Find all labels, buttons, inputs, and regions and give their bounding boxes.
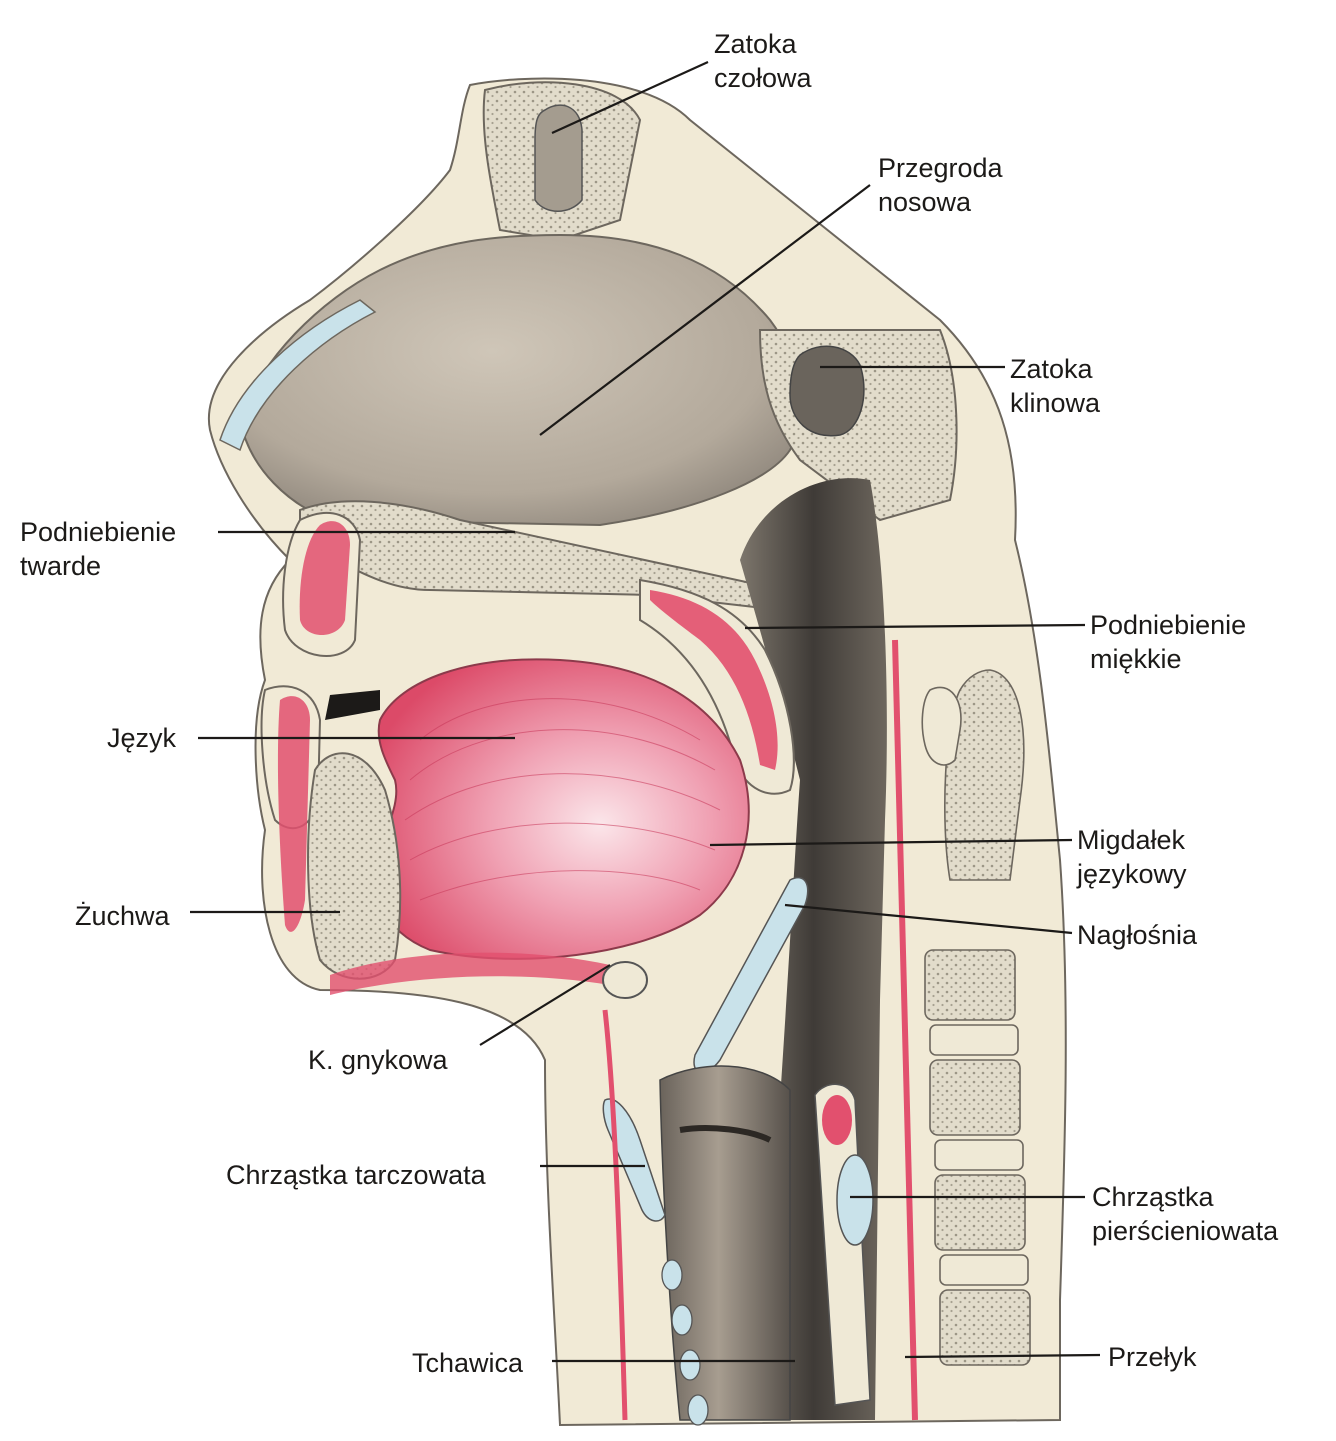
label-lingual-tonsil-line1: Migdałek <box>1077 825 1186 855</box>
floor-muscle <box>330 952 610 995</box>
leader-soft-palate <box>744 623 1086 630</box>
soft-palate-muscle <box>650 590 778 770</box>
leader-frontal-sinus <box>551 60 709 135</box>
tongue <box>375 658 750 960</box>
vertebrae <box>921 669 1031 1366</box>
sphenoid-sinus-shape <box>789 345 865 437</box>
label-trachea: Tchawica <box>412 1348 524 1378</box>
label-cricoid-cartilage: Chrząstka pierścieniowata <box>1092 1180 1278 1248</box>
thyroid-cartilage-shape <box>602 1098 666 1222</box>
label-frontal-sinus-line2: czołowa <box>714 63 812 93</box>
nasal-cartilage <box>219 299 377 452</box>
tracheal-rings <box>661 1259 709 1426</box>
label-hard-palate: Podniebienie twarde <box>20 515 176 583</box>
cricoid-cartilage-body <box>836 1154 874 1246</box>
hyoid-shape <box>602 961 648 999</box>
label-lingual-tonsil: Migdałek językowy <box>1077 823 1187 891</box>
label-hard-palate-line1: Podniebienie <box>20 517 177 547</box>
label-mandible: Żuchwa <box>75 901 170 931</box>
label-thyroid-cartilage: Chrząstka tarczowata <box>226 1160 486 1190</box>
label-epiglottis: Nagłośnia <box>1077 920 1198 950</box>
leader-epiglottis <box>784 903 1073 935</box>
label-cricoid-cartilage-line1: Chrząstka <box>1092 1182 1214 1212</box>
floor-inner <box>325 690 380 720</box>
label-nasal-septum: Przegroda nosowa <box>878 151 1003 219</box>
leader-nasal-septum <box>539 184 871 436</box>
vocal-fold <box>679 1125 772 1143</box>
label-soft-palate-line1: Podniebienie <box>1090 610 1247 640</box>
label-sphenoid-sinus: Zatoka klinowa <box>1010 352 1100 420</box>
label-sphenoid-sinus-line2: klinowa <box>1010 388 1101 418</box>
label-soft-palate: Podniebienie miękkie <box>1090 608 1246 676</box>
upper-lip-muscle <box>299 521 350 635</box>
label-nasal-septum-line2: nosowa <box>878 187 972 217</box>
label-hard-palate-line2: twarde <box>20 551 102 581</box>
label-esophagus: Przełyk <box>1108 1342 1197 1372</box>
cricoid-muscle <box>822 1095 852 1145</box>
trachea-shape <box>659 1065 791 1421</box>
epiglottis-shape <box>693 876 809 1074</box>
leader-lingual-tonsil <box>709 838 1073 847</box>
esophagus-wall <box>892 639 918 1421</box>
leader-esophagus <box>904 1353 1101 1359</box>
label-frontal-sinus: Zatoka czołowa <box>714 27 812 95</box>
label-cricoid-cartilage-line2: pierścieniowata <box>1092 1216 1279 1246</box>
label-lingual-tonsil-line2: językowy <box>1077 859 1187 889</box>
tongue-fibers <box>404 698 721 901</box>
nasal-cavity <box>238 233 802 527</box>
lower-lip-muscle <box>277 696 310 932</box>
label-soft-palate-line2: miękkie <box>1090 644 1182 674</box>
label-hyoid: K. gnykowa <box>308 1045 448 1075</box>
label-tongue: Język <box>107 723 177 753</box>
label-nasal-septum-line1: Przegroda <box>878 153 1003 183</box>
frontal-sinus-shape <box>534 104 583 212</box>
label-sphenoid-sinus-line1: Zatoka <box>1010 354 1093 384</box>
label-frontal-sinus-line1: Zatoka <box>714 29 797 59</box>
leader-hyoid <box>479 964 611 1046</box>
anterior-neck-muscle <box>602 1009 628 1421</box>
